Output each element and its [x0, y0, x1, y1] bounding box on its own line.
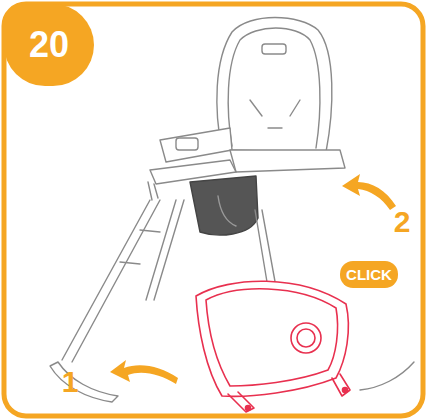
rail-end: [148, 182, 158, 200]
seat-bottom: [190, 176, 258, 235]
panel-frame: [4, 4, 423, 416]
armrest-handle: [176, 138, 198, 150]
click-text: CLICK: [346, 266, 392, 283]
left-rocker: [50, 362, 118, 402]
tray-inner: [206, 289, 338, 386]
cup-holder: [291, 323, 321, 353]
motion-arrows: [110, 174, 396, 384]
step-number: 20: [29, 24, 69, 66]
high-chair: [50, 18, 414, 403]
seat-back-pad: [228, 28, 320, 148]
right-rocker: [360, 362, 414, 390]
tray-arm-right: [332, 374, 350, 396]
harness-detail: [250, 100, 300, 128]
crotch-strap: [218, 196, 236, 226]
tray-latch: [343, 388, 348, 393]
rear-left-leg: [146, 200, 184, 300]
click-badge: CLICK: [340, 261, 398, 288]
harness-slot: [262, 44, 286, 54]
front-left-leg: [62, 200, 160, 362]
tray: [196, 281, 350, 412]
left-armrest: [160, 128, 232, 162]
callout-number: 2: [394, 207, 411, 237]
tray-outline: [196, 281, 348, 396]
motion-arrow: [342, 174, 396, 210]
seat-back: [217, 18, 332, 153]
leg-joint: [120, 230, 160, 264]
tray-arm-left: [228, 392, 254, 412]
callout-number: 1: [62, 367, 79, 397]
step-badge: 20: [4, 4, 94, 86]
motion-arrow: [110, 360, 178, 384]
seat-front: [230, 150, 345, 172]
tray-latch: [246, 406, 251, 411]
cup-holder-inner: [297, 329, 315, 347]
